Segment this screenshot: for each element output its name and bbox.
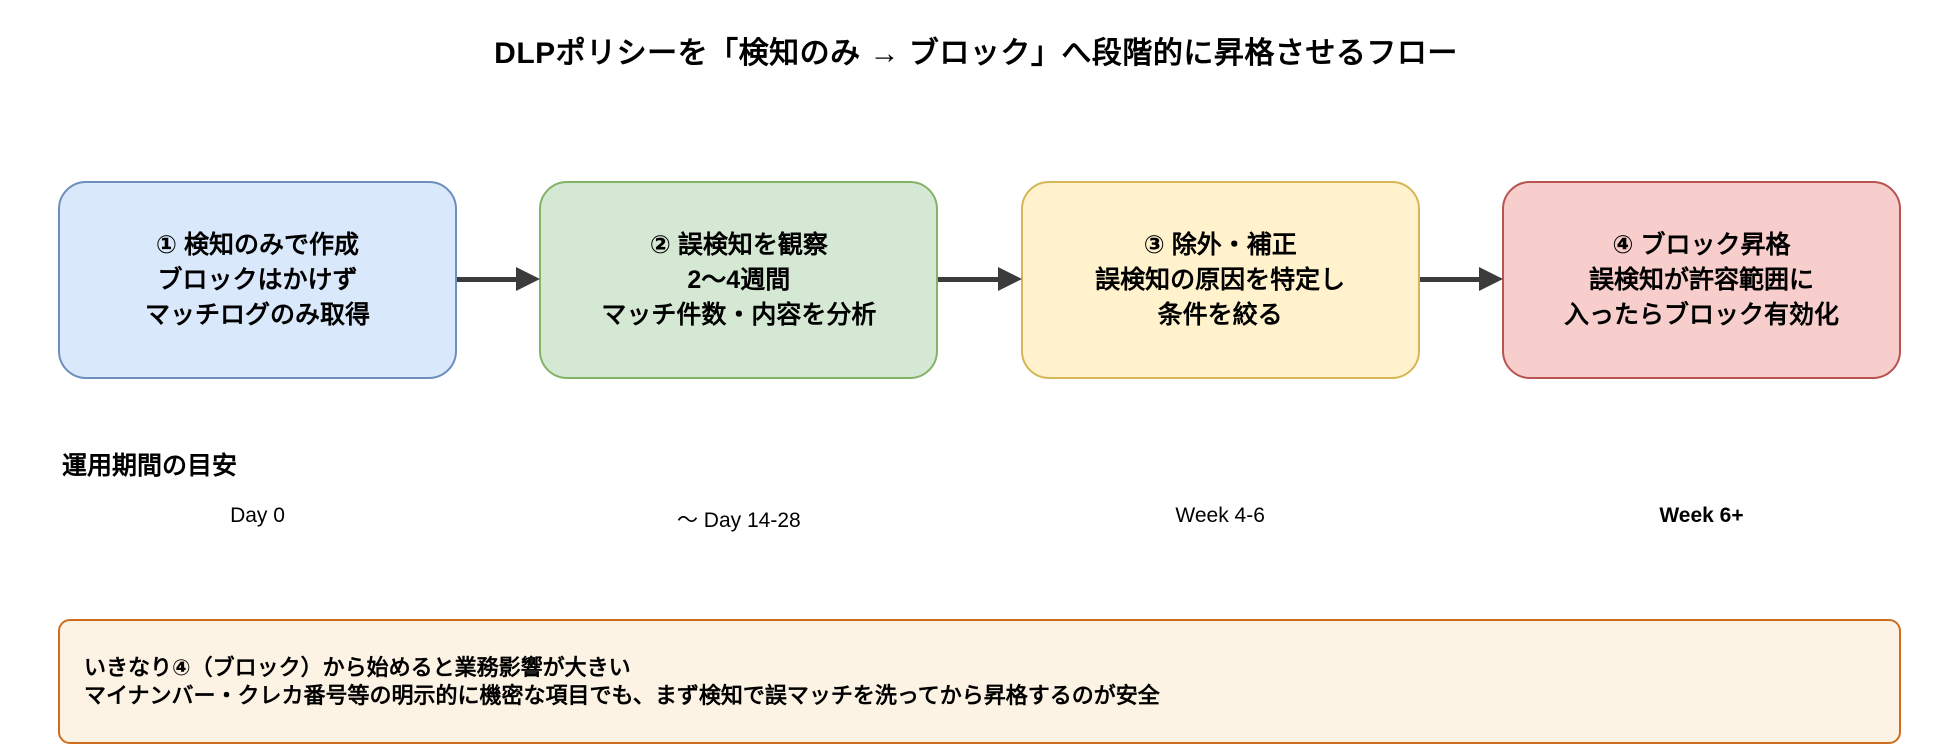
step-box-3-exclude-adjust: ③ 除外・補正 誤検知の原因を特定し 条件を絞る [1020, 181, 1420, 379]
arrow-right-icon [997, 267, 1022, 291]
timeline-spacer [1420, 504, 1502, 534]
diagram-title: DLPポリシーを「検知のみ → ブロック」へ段階的に昇格させるフロー [494, 37, 1458, 70]
timeline-spacer [457, 504, 539, 534]
step-box-2-observe: ② 誤検知を観察 2〜4週間 マッチ件数・内容を分析 [539, 181, 939, 379]
flow-arrow-1 [457, 181, 541, 379]
timeline-spacer [938, 504, 1020, 534]
step-label-2: ② 誤検知を観察 2〜4週間 マッチ件数・内容を分析 [601, 230, 877, 329]
timeline-label-week4-6: Week 4-6 [1175, 504, 1265, 527]
flow-arrow-3 [1419, 181, 1503, 379]
step-label-4: ④ ブロック昇格 誤検知が許容範囲に 入ったらブロック有効化 [1563, 230, 1839, 329]
step-box-1-detect-only: ① 検知のみで作成 ブロックはかけず マッチログのみ取得 [58, 181, 457, 379]
flow-row: ① 検知のみで作成 ブロックはかけず マッチログのみ取得 ② 誤検知を観察 2〜… [58, 181, 1901, 379]
arrow-line-icon [457, 277, 524, 282]
arrow-line-icon [938, 277, 1005, 282]
note-box: いきなり④（ブロック）から始めると業務影響が大きい マイナンバー・クレカ番号等の… [58, 619, 1901, 744]
timeline-row: Day 0 〜 Day 14-28 Week 4-6 Week 6+ [58, 504, 1901, 534]
step-box-4-block-promote: ④ ブロック昇格 誤検知が許容範囲に 入ったらブロック有効化 [1501, 181, 1901, 379]
step-label-1: ① 検知のみで作成 ブロックはかけず マッチログのみ取得 [144, 230, 370, 329]
arrow-right-icon [1478, 267, 1503, 291]
arrow-line-icon [1419, 277, 1486, 282]
timeline-label-week6plus: Week 6+ [1659, 504, 1744, 527]
note-line-2: マイナンバー・クレカ番号等の明示的に機密な項目でも、まず検知で誤マッチを洗ってか… [84, 682, 1160, 708]
timeline-heading: 運用期間の目安 [62, 452, 238, 480]
timeline-label-day0: Day 0 [230, 504, 285, 527]
timeline-label-day14-28: 〜 Day 14-28 [676, 509, 801, 532]
flow-arrow-2 [938, 181, 1022, 379]
arrow-right-icon [516, 267, 541, 291]
note-line-1: いきなり④（ブロック）から始めると業務影響が大きい [84, 654, 631, 680]
step-label-3: ③ 除外・補正 誤検知の原因を特定し 条件を絞る [1095, 230, 1346, 329]
